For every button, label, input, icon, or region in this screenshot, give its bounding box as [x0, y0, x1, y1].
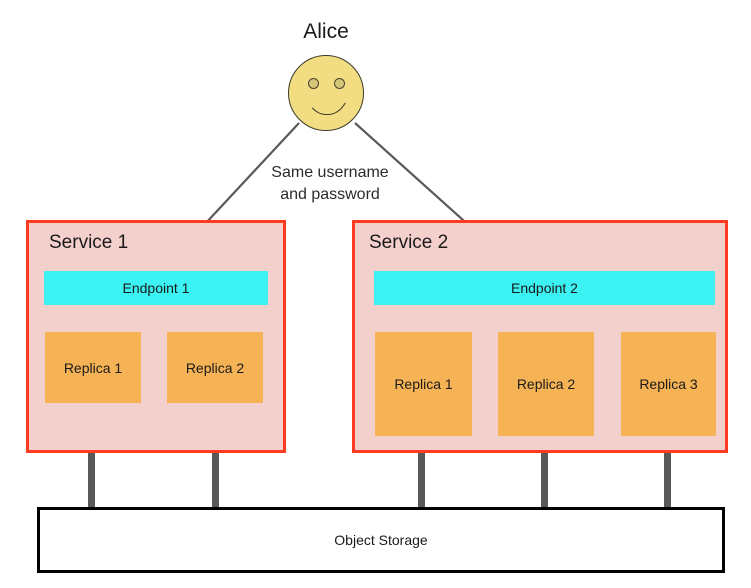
- endpoint-2[interactable]: Endpoint 2: [374, 271, 715, 305]
- service-title-1: Service 1: [49, 232, 129, 253]
- service1-replica-1-label: Replica 1: [63, 359, 123, 376]
- service1-replica-2-label: Replica 2: [185, 359, 245, 376]
- service-title-2: Service 2: [369, 232, 449, 253]
- service1-replica-1[interactable]: Replica 1: [45, 332, 141, 403]
- endpoint-1[interactable]: Endpoint 1: [44, 271, 268, 305]
- actor-label-alice: Alice: [303, 20, 349, 43]
- edge-caption-line-1: Same username: [271, 164, 389, 181]
- connector-s1-replica1-storage: [88, 400, 95, 510]
- object-storage-box[interactable]: Object Storage: [37, 507, 725, 573]
- smiley-face-icon: [288, 55, 364, 131]
- edge-caption-line-2: and password: [280, 186, 380, 203]
- connector-s2-replica1-storage: [418, 436, 425, 510]
- service2-replica-1-label: Replica 1: [394, 376, 453, 392]
- endpoint-2-label: Endpoint 2: [511, 280, 578, 296]
- edge-caption: Same username and password: [256, 162, 404, 206]
- smiley-eye-right-icon: [334, 78, 345, 89]
- smiley-eye-left-icon: [308, 78, 319, 89]
- endpoint-1-label: Endpoint 1: [122, 280, 190, 296]
- object-storage-label: Object Storage: [334, 532, 428, 548]
- connector-s2-replica3-storage: [664, 436, 671, 510]
- service2-replica-2-label: Replica 2: [516, 376, 576, 392]
- service2-replica-2[interactable]: Replica 2: [498, 332, 594, 436]
- smiley-mouth-icon: [305, 89, 349, 115]
- service2-replica-1[interactable]: Replica 1: [375, 332, 472, 436]
- service2-replica-3-label: Replica 3: [639, 376, 698, 392]
- connector-s1-replica2-storage: [212, 400, 219, 510]
- connector-s2-replica2-storage: [541, 436, 548, 510]
- service2-replica-3[interactable]: Replica 3: [621, 332, 716, 436]
- service1-replica-2[interactable]: Replica 2: [167, 332, 263, 403]
